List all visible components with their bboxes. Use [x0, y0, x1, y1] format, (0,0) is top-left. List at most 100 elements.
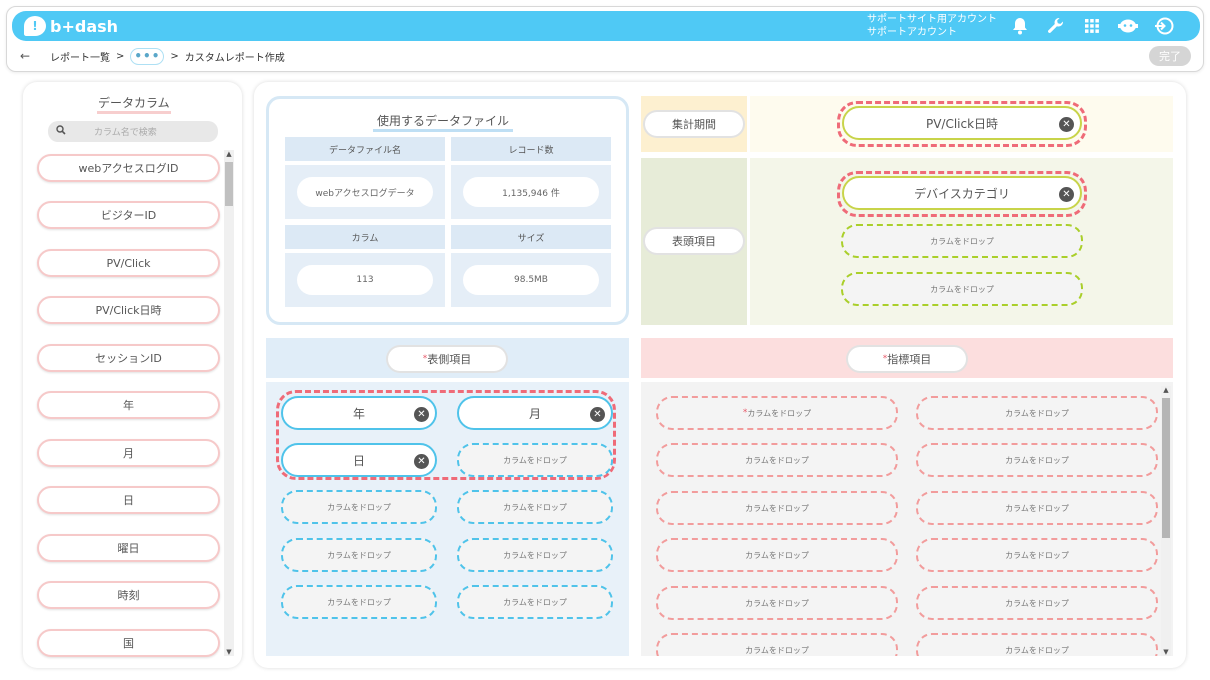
row-item-chip-label: 日 — [352, 453, 365, 468]
logo-text: b+dash — [50, 16, 119, 36]
required-mark: * — [742, 408, 748, 418]
header-item-chip[interactable]: デバイスカテゴリ ✕ — [842, 176, 1082, 210]
logo-mark-icon: ! — [24, 16, 46, 36]
scrollbar-thumb[interactable] — [1162, 398, 1170, 538]
data-file-name-value: webアクセスログデータ — [297, 177, 433, 207]
column-list-scrollbar[interactable]: ▲ ▼ — [224, 150, 234, 656]
metric-drop-zone[interactable]: カラムをドロップ — [656, 443, 898, 477]
row-item-chip[interactable]: 年 ✕ — [281, 396, 437, 430]
column-item[interactable]: ビジターID — [37, 201, 220, 229]
record-count-cell: 1,135,946 件 — [451, 165, 611, 219]
breadcrumb-current: カスタムレポート作成 — [184, 52, 285, 64]
remove-icon[interactable]: ✕ — [414, 454, 429, 469]
column-item[interactable]: webアクセスログID — [37, 154, 220, 182]
account-info[interactable]: サポートサイト用アカウント サポートアカウント — [867, 13, 997, 39]
column-item[interactable]: 日 — [37, 486, 220, 514]
size-header: サイズ — [451, 225, 611, 249]
row-item-chip-label: 年 — [352, 406, 365, 421]
row-drop-zone[interactable]: カラムをドロップ — [457, 490, 613, 524]
period-label: 集計期間 — [645, 112, 743, 136]
metric-drop-zone[interactable]: *カラムをドロップ — [656, 396, 898, 430]
column-item[interactable]: 曜日 — [37, 534, 220, 562]
column-item[interactable]: 時刻 — [37, 581, 220, 609]
period-chip[interactable]: PV/Click日時 ✕ — [842, 106, 1082, 140]
wrench-icon[interactable] — [1044, 14, 1068, 38]
bell-icon[interactable] — [1008, 14, 1032, 38]
metrics-title: 指標項目 — [887, 353, 932, 366]
scroll-down-icon[interactable]: ▼ — [1163, 648, 1169, 656]
period-chip-label: PV/Click日時 — [925, 116, 999, 131]
metrics-label: *指標項目 — [848, 347, 966, 371]
search-icon — [48, 125, 74, 138]
metric-drop-zone[interactable]: カラムをドロップ — [656, 538, 898, 572]
scrollbar-thumb[interactable] — [225, 162, 233, 206]
remove-icon[interactable]: ✕ — [414, 407, 429, 422]
breadcrumb-separator: > — [116, 50, 125, 62]
metric-drop-zone[interactable]: カラムをドロップ — [916, 443, 1158, 477]
remove-icon[interactable]: ✕ — [1059, 117, 1074, 132]
metric-drop-label: カラムをドロップ — [747, 408, 812, 418]
header-items-label: 表頭項目 — [645, 229, 743, 253]
chat-bot-icon[interactable] — [1116, 14, 1140, 38]
metric-drop-zone[interactable]: カラムをドロップ — [916, 633, 1158, 656]
grid-icon[interactable] — [1080, 14, 1104, 38]
logout-icon[interactable] — [1152, 14, 1176, 38]
column-item[interactable]: PV/Click日時 — [37, 296, 220, 324]
breadcrumb-separator: > — [170, 50, 179, 62]
column-count-value: 113 — [297, 265, 433, 295]
scroll-up-icon[interactable]: ▲ — [226, 150, 232, 158]
row-drop-zone[interactable]: カラムをドロップ — [281, 490, 437, 524]
row-item-chip[interactable]: 日 ✕ — [281, 443, 437, 477]
done-button[interactable]: 完了 — [1149, 46, 1191, 66]
row-item-chip[interactable]: 月 ✕ — [457, 396, 613, 430]
row-drop-zone[interactable]: カラムをドロップ — [457, 585, 613, 619]
remove-icon[interactable]: ✕ — [590, 407, 605, 422]
row-items-label: *表側項目 — [388, 347, 506, 371]
row-items-title: 表側項目 — [427, 353, 472, 366]
record-count-header: レコード数 — [451, 137, 611, 161]
scroll-down-icon[interactable]: ▼ — [226, 648, 232, 656]
column-item[interactable]: 年 — [37, 391, 220, 419]
column-item[interactable]: 国 — [37, 629, 220, 657]
selection-highlight — [837, 171, 1087, 217]
metric-drop-zone[interactable]: カラムをドロップ — [916, 491, 1158, 525]
record-count-value: 1,135,946 件 — [463, 177, 599, 207]
metric-drop-zone[interactable]: カラムをドロップ — [916, 396, 1158, 430]
column-item[interactable]: 月 — [37, 439, 220, 467]
header-drop-zone[interactable]: カラムをドロップ — [841, 224, 1083, 258]
header-drop-zone[interactable]: カラムをドロップ — [841, 272, 1083, 306]
report-builder-panel: 使用するデータファイル データファイル名 レコード数 webアクセスログデータ … — [254, 82, 1186, 668]
metric-drop-zone[interactable]: カラムをドロップ — [916, 538, 1158, 572]
row-drop-zone[interactable]: カラムをドロップ — [457, 443, 613, 477]
column-item[interactable]: PV/Click — [37, 249, 220, 277]
metric-drop-zone[interactable]: カラムをドロップ — [916, 586, 1158, 620]
metrics-drop-area: *カラムをドロップ カラムをドロップ カラムをドロップ カラムをドロップ カラム… — [641, 382, 1173, 656]
metric-drop-zone[interactable]: カラムをドロップ — [656, 491, 898, 525]
account-user: サポートアカウント — [867, 27, 957, 38]
selection-highlight — [837, 101, 1087, 147]
data-file-name-header: データファイル名 — [285, 137, 445, 161]
breadcrumb-more-button[interactable]: ••• — [130, 47, 165, 65]
size-cell: 98.5MB — [451, 253, 611, 307]
row-drop-zone[interactable]: カラムをドロップ — [457, 538, 613, 572]
search-placeholder: カラム名で検索 — [94, 128, 157, 138]
data-file-box: 使用するデータファイル データファイル名 レコード数 webアクセスログデータ … — [266, 96, 629, 325]
logo[interactable]: ! b+dash — [24, 15, 118, 37]
breadcrumb-report-list[interactable]: レポート一覧 — [50, 52, 110, 64]
row-drop-zone[interactable]: カラムをドロップ — [281, 538, 437, 572]
metrics-scrollbar[interactable]: ▲ ▼ — [1161, 386, 1171, 656]
column-item[interactable]: セッションID — [37, 344, 220, 372]
breadcrumb: ← レポート一覧 > ••• > カスタムレポート作成 — [20, 46, 285, 66]
data-column-panel: データカラム カラム名で検索 webアクセスログID ビジターID PV/Cli… — [23, 82, 242, 668]
metric-drop-zone[interactable]: カラムをドロップ — [656, 633, 898, 656]
metric-drop-zone[interactable]: カラムをドロップ — [656, 586, 898, 620]
data-file-name-cell: webアクセスログデータ — [285, 165, 445, 219]
scroll-up-icon[interactable]: ▲ — [1163, 386, 1169, 394]
column-search-input[interactable]: カラム名で検索 — [48, 121, 218, 142]
column-count-header: カラム — [285, 225, 445, 249]
data-column-title: データカラム — [97, 94, 171, 114]
row-item-chip-label: 月 — [528, 406, 541, 421]
back-arrow-icon[interactable]: ← — [20, 49, 31, 63]
row-drop-zone[interactable]: カラムをドロップ — [281, 585, 437, 619]
remove-icon[interactable]: ✕ — [1059, 187, 1074, 202]
